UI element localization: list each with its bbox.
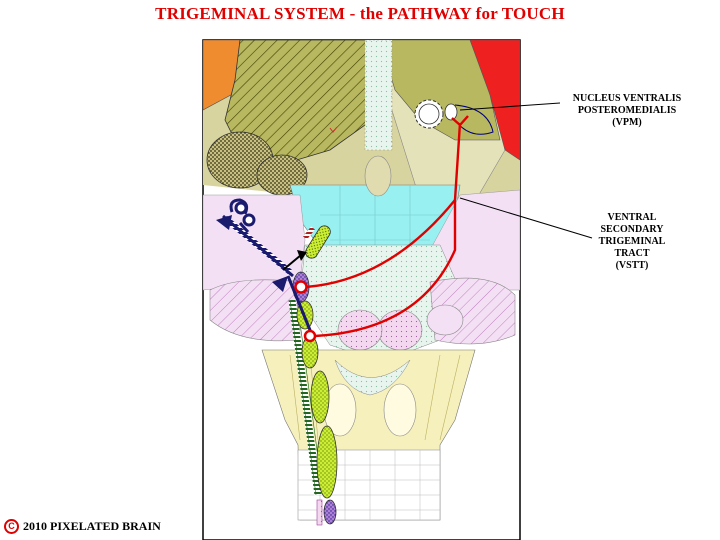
spinal-trigeminal-tract	[288, 299, 322, 496]
page-title: TRIGEMINAL SYSTEM - the PATHWAY for TOUC…	[155, 4, 565, 23]
copyright-text: 2010 PIXELATED BRAIN	[23, 519, 161, 533]
vstt-label: VENTRAL SECONDARY TRIGEMINAL TRACT (VSTT…	[598, 212, 666, 271]
vpm-region	[379, 40, 501, 141]
second-order-neuron-lower	[303, 329, 317, 343]
second-order-neuron-upper	[294, 280, 308, 294]
vstt-leader-line	[459, 197, 593, 239]
copyright-icon: C	[4, 519, 19, 534]
vstt-pathway-upper	[305, 199, 456, 289]
copyright-notice: C 2010 PIXELATED BRAIN	[4, 519, 161, 534]
vpm-label: NUCLEUS VENTRALIS POSTEROMEDIALIS (VPM)	[572, 93, 682, 128]
vpm-leader-line	[459, 102, 561, 111]
vstt-pathway-lower	[314, 122, 462, 338]
midline-region	[364, 40, 393, 151]
trigeminal-ganglion-cell	[229, 198, 256, 233]
